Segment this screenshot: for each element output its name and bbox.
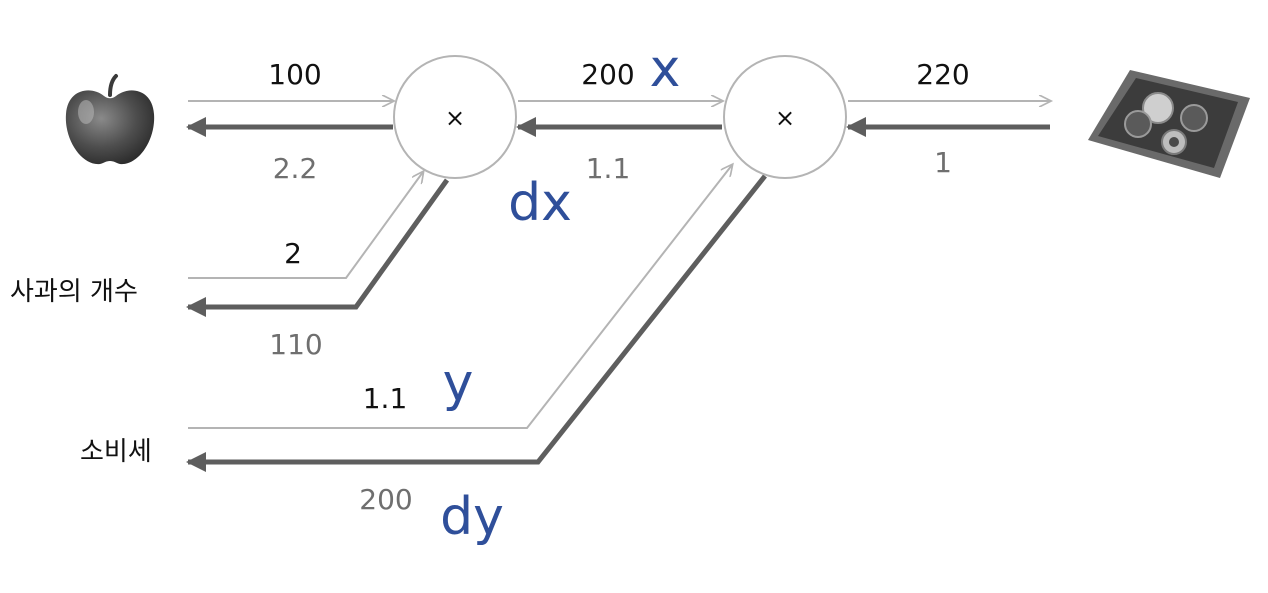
apple-icon bbox=[65, 74, 155, 165]
fwd-value-apple-total: 200 bbox=[581, 58, 634, 91]
variable-y: y bbox=[443, 353, 474, 413]
fwd-edge-tax bbox=[188, 165, 732, 429]
variable-dx: dx bbox=[508, 173, 572, 233]
multiply-node-1: × bbox=[393, 55, 517, 179]
bwd-edge-apple-count bbox=[186, 178, 450, 317]
money-tray-icon bbox=[1088, 70, 1250, 178]
bwd-value-tax: 200 bbox=[359, 483, 412, 516]
multiply-symbol: × bbox=[775, 104, 795, 132]
apple-count-label: 사과의 개수 bbox=[10, 277, 138, 307]
fwd-value-apple-count: 2 bbox=[284, 237, 302, 270]
fwd-value-apple-price: 100 bbox=[268, 58, 321, 91]
tax-label: 소비세 bbox=[80, 437, 152, 467]
bwd-edge-tax bbox=[186, 174, 767, 472]
bwd-value-apple-price: 2.2 bbox=[273, 152, 318, 185]
fwd-value-result: 220 bbox=[916, 58, 969, 91]
fwd-value-tax: 1.1 bbox=[363, 382, 408, 415]
multiply-symbol: × bbox=[445, 104, 465, 132]
bwd-value-apple-total: 1.1 bbox=[586, 152, 631, 185]
bwd-value-result: 1 bbox=[934, 146, 952, 179]
variable-x: x bbox=[650, 39, 681, 99]
bwd-value-apple-count: 110 bbox=[269, 328, 322, 361]
variable-dy: dy bbox=[440, 487, 504, 547]
fwd-edge-apple-count bbox=[188, 172, 423, 279]
multiply-node-2: × bbox=[723, 55, 847, 179]
